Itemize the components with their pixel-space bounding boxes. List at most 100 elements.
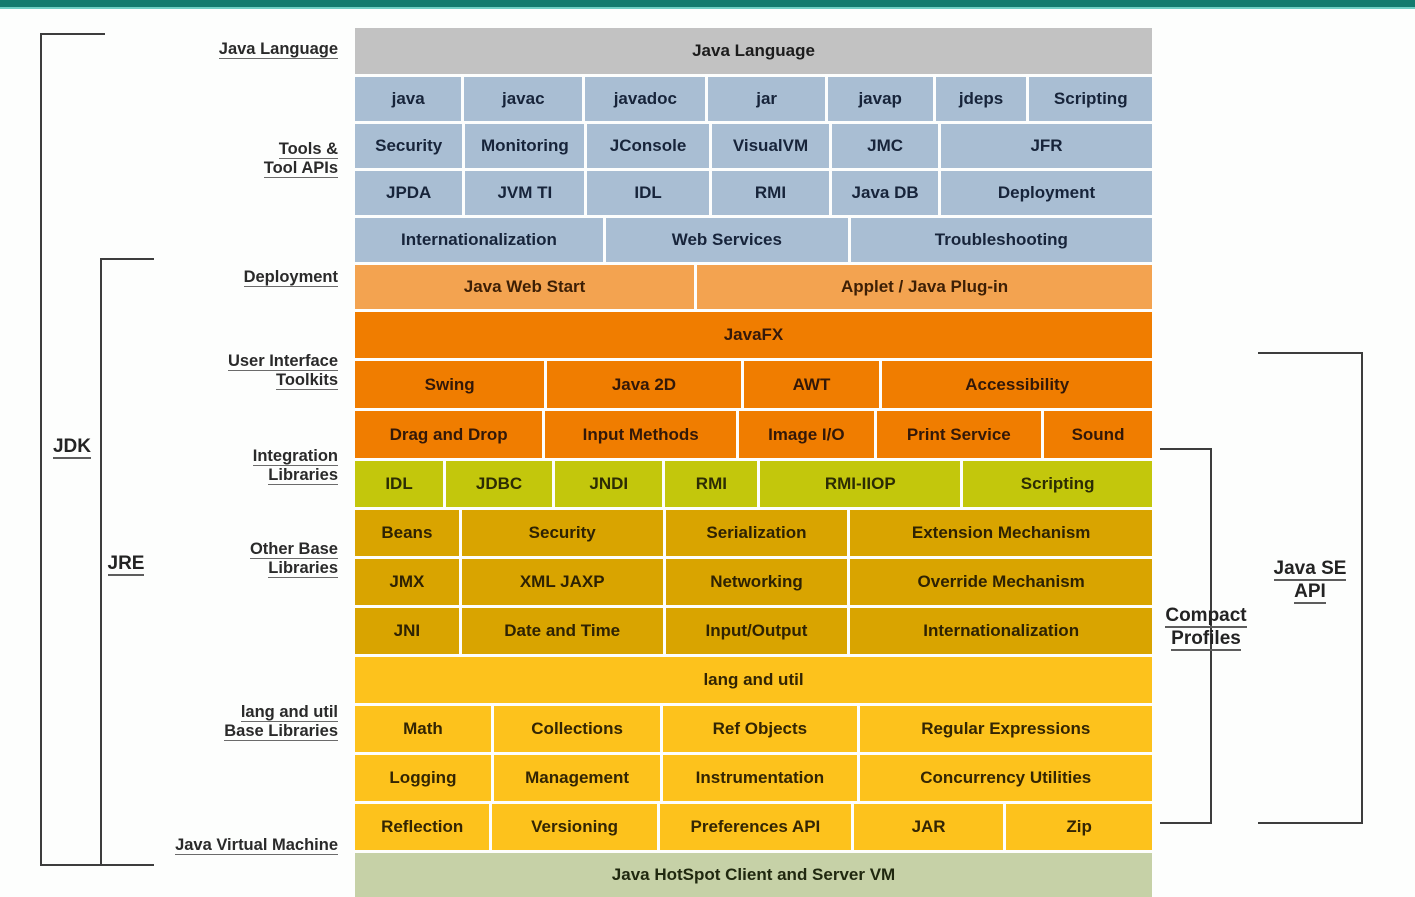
row-label-integration-line2: Libraries (268, 466, 338, 486)
stack-cell: Web Services (605, 218, 848, 262)
stack-cell: Monitoring (465, 124, 585, 168)
java-se-api-line2: API (1294, 580, 1326, 604)
stack-cell: Management (493, 755, 661, 801)
stack-cell: Beans (355, 510, 459, 556)
stack-cell: Swing (355, 361, 545, 408)
stack-cell: jdeps (935, 77, 1027, 121)
stack-cell: JConsole (587, 124, 709, 168)
row-label-deployment: Deployment (108, 268, 338, 287)
row-label-java-language: Java Language (108, 40, 338, 59)
stack-cell: Image I/O (739, 411, 874, 458)
stack-cell: Logging (355, 755, 491, 801)
stack-cell: Regular Expressions (859, 706, 1152, 752)
stack-cell: Versioning (492, 804, 657, 850)
stack-cell: Collections (493, 706, 661, 752)
stack-row-jvm-row: Java HotSpot Client and Server VM (355, 853, 1152, 897)
java-se-api-bracket (1258, 352, 1363, 824)
stack-cell: Java Web Start (355, 265, 695, 309)
stack-cell: Input Methods (545, 411, 737, 458)
row-label-other-base-line1: Other Base (249, 540, 338, 559)
stack-cell: Security (355, 124, 463, 168)
row-label-java-virtual-machine: Java Virtual Machine (78, 836, 338, 855)
stack-row-javafx-row: JavaFX (355, 312, 1152, 358)
stack-cell: Internationalization (355, 218, 603, 262)
top-accent-bar (0, 0, 1415, 9)
jdk-bracket (40, 33, 105, 866)
row-label-ui-toolkits: User Interface Toolkits (108, 352, 338, 391)
row-label-langutil-line2: Base Libraries (224, 722, 338, 742)
stack-cell: JNI (355, 608, 459, 654)
jre-label-text: JRE (107, 553, 145, 576)
stack-cell: JVM TI (465, 171, 585, 215)
stack-cell: Instrumentation (663, 755, 857, 801)
stack-cell: Concurrency Utilities (859, 755, 1152, 801)
row-label-deployment-text: Deployment (243, 268, 338, 287)
row-label-java-language-text: Java Language (218, 40, 338, 59)
stack-cell: RMI-IIOP (760, 461, 961, 507)
stack-cell: RMI (711, 171, 830, 215)
java-se-api-line1: Java SE (1273, 558, 1347, 581)
stack-cell: RMI (665, 461, 758, 507)
row-label-integration-line1: Integration (252, 447, 338, 466)
stack-cell: JAR (853, 804, 1004, 850)
stack-cell: JDBC (446, 461, 553, 507)
stack-cell: lang and util (355, 657, 1152, 703)
stack-cell: JFR (941, 124, 1153, 168)
stack-cell: JPDA (355, 171, 463, 215)
stack-cell: Scripting (963, 461, 1152, 507)
row-label-integration-libraries: Integration Libraries (108, 447, 338, 486)
stack-cell: Ref Objects (663, 706, 857, 752)
stack-cell: IDL (587, 171, 709, 215)
stack-cell: java (355, 77, 462, 121)
stack-cell: Scripting (1029, 77, 1153, 121)
row-label-lang-util-base-libraries: lang and util Base Libraries (108, 703, 338, 742)
stack-cell: Override Mechanism (850, 559, 1152, 605)
stack-cell: Preferences API (659, 804, 851, 850)
stack-cell: javap (827, 77, 933, 121)
stack-cell: Networking (665, 559, 848, 605)
row-label-tools-line1: Tools & (278, 140, 338, 159)
stack-cell: Java HotSpot Client and Server VM (355, 853, 1152, 897)
stack-cell: XML JAXP (461, 559, 663, 605)
stack-cell: Java DB (832, 171, 938, 215)
stack-cell: Serialization (665, 510, 848, 556)
row-label-jvm-text: Java Virtual Machine (175, 836, 338, 855)
stack-cell: Reflection (355, 804, 490, 850)
stack-cell: JavaFX (355, 312, 1152, 358)
stack-cell: javac (464, 77, 583, 121)
stack-cell: Extension Mechanism (850, 510, 1152, 556)
stack-cell: IDL (355, 461, 444, 507)
stack-cell: Java 2D (547, 361, 741, 408)
compact-profiles-bracket (1160, 448, 1212, 824)
stack-cell: JNDI (555, 461, 663, 507)
jre-bracket-label: JRE (99, 553, 153, 576)
jre-bracket (100, 258, 154, 866)
stack-cell: Drag and Drop (355, 411, 543, 458)
stack-cell: Math (355, 706, 491, 752)
stack-cell: JMX (355, 559, 459, 605)
stack-cell: Date and Time (461, 608, 663, 654)
stack-cell: Applet / Java Plug-in (697, 265, 1152, 309)
stack-row-lang-and-util-row: lang and util (355, 657, 1152, 703)
stack-cell: Troubleshooting (850, 218, 1152, 262)
compact-profiles-line1: Compact (1165, 605, 1247, 628)
row-label-other-base-line2: Libraries (268, 559, 338, 579)
compact-profiles-line2: Profiles (1171, 627, 1241, 651)
row-label-ui-line1: User Interface (227, 352, 338, 371)
stack-cell: Input/Output (665, 608, 848, 654)
stack-cell: VisualVM (711, 124, 830, 168)
row-label-other-base-libraries: Other Base Libraries (108, 540, 338, 579)
stack-row-java-language: Java Language (355, 28, 1152, 74)
